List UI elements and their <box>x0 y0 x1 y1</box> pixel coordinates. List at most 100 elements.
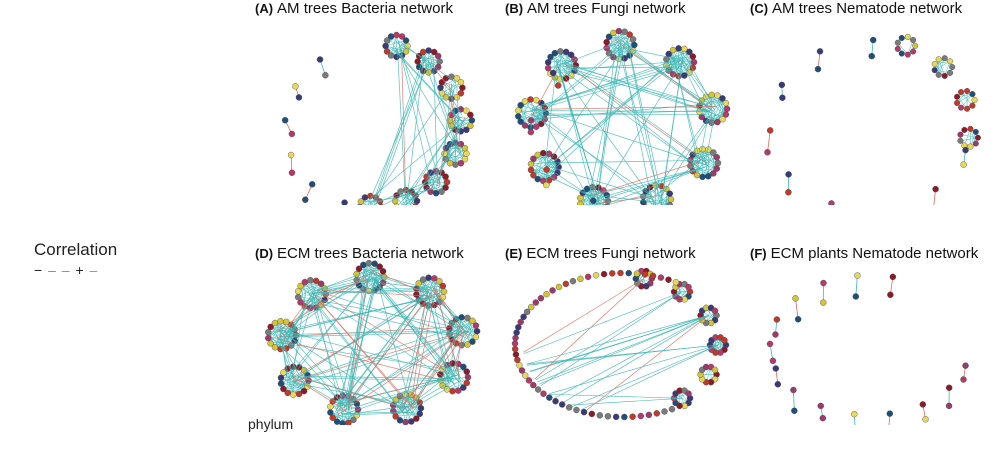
panel-a: (A)AM trees Bacteria network <box>255 0 500 205</box>
panel-b-node <box>528 96 534 102</box>
panel-c-pair-edge <box>768 130 771 152</box>
panel-e-node <box>563 281 569 287</box>
panel-c-node <box>817 48 823 54</box>
panel-b-node <box>577 195 583 201</box>
panel-c-node <box>958 89 964 95</box>
panel-c-node <box>942 55 948 61</box>
panel-f-node <box>820 280 826 286</box>
panel-d-node <box>473 323 479 329</box>
panel-e-node <box>535 387 541 393</box>
panel-c-node <box>958 138 964 144</box>
panel-d-node <box>327 409 333 415</box>
panel-e-node <box>630 414 636 420</box>
panel-d-node <box>413 292 419 298</box>
panel-c-node <box>870 37 876 43</box>
legend-negative-symbol: − <box>34 262 43 278</box>
panel-b-node <box>724 106 730 112</box>
panel-d-node <box>441 289 447 295</box>
panel-a-node <box>458 79 464 85</box>
legend-negative-line: – – <box>43 262 75 278</box>
panel-d-node <box>426 275 432 281</box>
panel-c-node <box>954 100 960 106</box>
legend-positive-line: – <box>85 262 99 278</box>
panel-f-node <box>887 292 893 298</box>
panel-b-node <box>714 154 720 160</box>
panel-f-node <box>767 341 773 347</box>
panel-d-node <box>293 332 299 338</box>
panel-c-node <box>786 171 792 177</box>
panel-b-node <box>667 191 673 197</box>
panel-d: (D)ECM trees Bacteria network <box>255 245 500 450</box>
panel-a-node <box>448 74 454 80</box>
panel-e-node <box>658 275 664 281</box>
panel-a-node <box>433 190 439 196</box>
panel-a-node <box>392 198 398 204</box>
panel-e-node <box>593 272 599 278</box>
panel-b-node <box>630 36 636 42</box>
panel-f-node <box>946 403 952 409</box>
panel-f-node <box>961 377 967 383</box>
panel-a-edge <box>375 58 426 203</box>
panel-e-node <box>686 284 692 290</box>
panel-f: (F)ECM plants Nematode network <box>750 245 995 450</box>
panel-d-network <box>255 245 500 425</box>
panel-f-node <box>820 415 826 421</box>
panel-b-node <box>690 54 696 60</box>
panel-b-network <box>505 0 750 205</box>
panel-d-node <box>474 328 480 334</box>
panel-e-edge <box>572 345 718 407</box>
panel-c-node <box>912 43 918 49</box>
panel-e-node <box>524 309 530 315</box>
panel-d-node <box>408 419 414 425</box>
panel-e-node <box>528 304 534 310</box>
panel-c-node <box>869 53 875 59</box>
panel-e-node <box>662 408 668 414</box>
panel-b-node <box>555 83 561 89</box>
panel-c-node <box>785 189 791 195</box>
panel-c-node <box>958 105 964 111</box>
panel-e-node <box>570 278 576 284</box>
panel-b-node <box>552 50 558 56</box>
panel-e-node <box>516 362 522 368</box>
panel-a-node <box>420 49 426 55</box>
panel-d-edge <box>411 294 427 408</box>
panel-e-node <box>669 406 675 412</box>
panel-c-node <box>936 56 942 62</box>
panel-a-node <box>394 32 400 38</box>
panel-b-node <box>681 73 687 79</box>
panel-e-node <box>626 270 632 276</box>
panel-c-node <box>968 144 974 150</box>
panel-c-node <box>933 186 939 192</box>
panel-d-node <box>464 369 470 375</box>
panel-b-node <box>670 47 676 53</box>
panel-e-node <box>617 270 623 276</box>
panel-e-node <box>609 270 615 276</box>
panel-d-node <box>455 388 461 394</box>
panel-b-node <box>723 100 729 106</box>
panel-c-node <box>767 127 773 133</box>
panel-a-node <box>463 127 469 133</box>
panel-d-node <box>340 420 346 425</box>
panel-d-node <box>302 279 308 285</box>
panel-a-node <box>292 83 298 89</box>
panel-f-node <box>853 293 859 299</box>
panel-e-edge <box>549 345 718 394</box>
panel-e-node <box>538 295 544 301</box>
panel-d-node <box>280 386 286 392</box>
panel-f-node <box>775 381 781 387</box>
panel-e-node <box>589 411 595 417</box>
panel-f-node <box>818 403 824 409</box>
panel-b-edge <box>597 39 621 199</box>
correlation-legend: Correlation − – – + – <box>34 240 117 278</box>
panel-b-node <box>530 172 536 178</box>
panel-c-node <box>963 147 969 153</box>
panel-b-node <box>714 119 720 125</box>
panel-b-edge <box>532 111 710 112</box>
panel-c-node <box>970 103 976 109</box>
panel-b-node <box>540 150 546 156</box>
panel-a-node <box>414 198 420 204</box>
panel-d-node <box>366 260 372 266</box>
panel-b-node <box>699 114 705 120</box>
panel-a-node <box>388 33 394 39</box>
panel-a-node <box>289 170 295 176</box>
